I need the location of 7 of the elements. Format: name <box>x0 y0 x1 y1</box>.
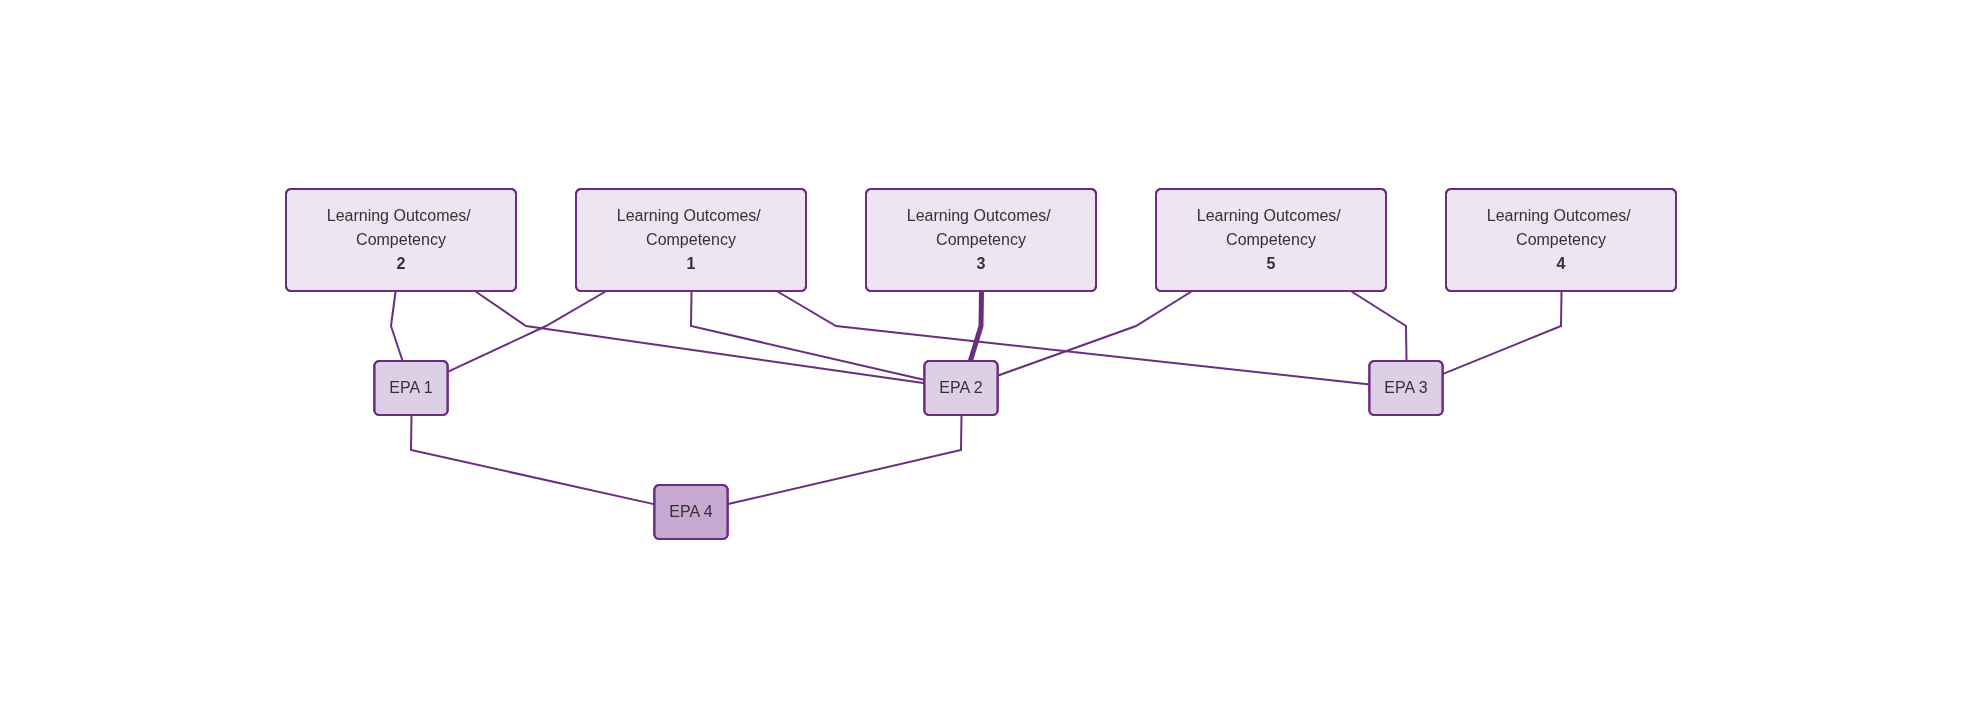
connector <box>727 414 963 506</box>
connector <box>1350 290 1408 363</box>
connector <box>1442 290 1563 375</box>
connector <box>447 290 607 373</box>
connector <box>967 291 984 363</box>
connector <box>997 290 1193 377</box>
connector <box>389 290 404 363</box>
